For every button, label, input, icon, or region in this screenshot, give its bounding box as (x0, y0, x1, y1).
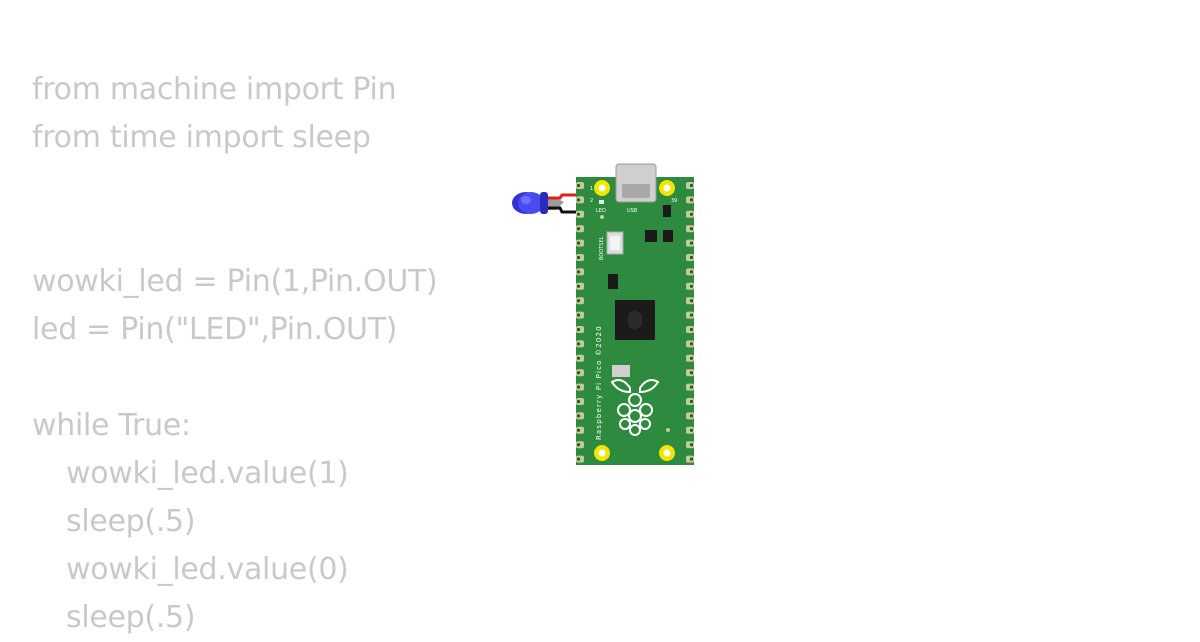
led-flange (540, 192, 548, 214)
pin-hole (576, 342, 581, 346)
pin-hole (689, 270, 694, 274)
code-line: from time import sleep (32, 120, 371, 155)
code-listing: from machine import Pin from time import … (32, 66, 438, 642)
pin-hole (576, 428, 581, 432)
pin-hole (576, 443, 581, 447)
code-line: wowki_led.value(1) (66, 456, 349, 491)
pin-hole (689, 313, 694, 317)
bootsel-label: BOOTSEL (599, 236, 605, 260)
raspberry-logo-icon (610, 379, 660, 436)
pin-hole (576, 198, 581, 202)
blue-led[interactable] (512, 192, 564, 214)
usb-port-icon (622, 184, 650, 198)
wire-red[interactable] (548, 193, 582, 200)
pin-hole (689, 255, 694, 260)
pin-number-39: 39 (671, 198, 677, 204)
raspberry-pi-pico-board[interactable]: 2 1 39 LED USB BOOTSEL Raspberry Pi Pico… (576, 163, 694, 465)
led-silkscreen-label: LED (596, 208, 606, 214)
chip-icon (645, 230, 657, 242)
pin-hole (576, 414, 581, 418)
crystal-icon (612, 365, 630, 377)
led-highlight (521, 196, 531, 204)
pin-number-1: 1 (590, 186, 593, 192)
pin-hole (689, 212, 694, 216)
simulation-canvas[interactable]: 2 1 39 LED USB BOOTSEL Raspberry Pi Pico… (500, 160, 700, 470)
code-line: sleep(.5) (66, 504, 196, 539)
code-line: sleep(.5) (66, 600, 196, 635)
chip-icon (663, 205, 671, 217)
code-line (32, 162, 437, 210)
pin-hole (576, 385, 581, 389)
pin-hole (576, 399, 581, 404)
code-line (32, 354, 437, 402)
pin-hole (689, 385, 694, 389)
pin-hole (689, 356, 694, 360)
pin-hole (576, 371, 581, 375)
pin-hole (689, 414, 694, 418)
code-line: from machine import Pin (32, 72, 397, 107)
pin-hole (689, 299, 694, 303)
pin-hole (689, 284, 694, 288)
pin-hole (689, 327, 694, 332)
pin-hole (576, 327, 581, 332)
left-pin-header (576, 182, 584, 463)
wire-black[interactable] (548, 206, 582, 214)
pin-hole (689, 227, 694, 231)
code-line: led = Pin("LED",Pin.OUT) (32, 312, 398, 347)
pin-hole (689, 443, 694, 447)
pin-hole (576, 284, 581, 288)
pin-hole (576, 255, 581, 260)
pin-hole (576, 299, 581, 303)
pin-hole (689, 342, 694, 346)
code-line: wowki_led = Pin(1,Pin.OUT) (32, 264, 438, 299)
chip-icon (608, 274, 618, 289)
pin-hole (576, 457, 581, 461)
code-line: while True: (32, 408, 191, 443)
pin-hole (689, 183, 694, 188)
pin-hole (576, 183, 581, 188)
board-silkscreen-text: Raspberry Pi Pico ©2020 (595, 325, 603, 440)
pin-hole (689, 399, 694, 404)
pin-hole (689, 428, 694, 432)
code-line (32, 210, 437, 258)
pin-number-2: 2 (590, 198, 593, 204)
pin-hole (576, 313, 581, 317)
test-point-icon (600, 215, 604, 219)
usb-silkscreen-label: USB (627, 208, 638, 214)
pin-hole (689, 371, 694, 375)
pin-hole (689, 457, 694, 461)
code-line: wowki_led.value(0) (66, 552, 349, 587)
pin-hole (576, 212, 581, 216)
onboard-led (599, 200, 604, 204)
pin-hole (576, 270, 581, 274)
pin-hole (576, 241, 581, 245)
chip-icon (663, 230, 673, 242)
test-point-icon (666, 428, 670, 432)
pin-hole (689, 198, 694, 202)
pin-hole (689, 241, 694, 245)
pin-hole (576, 356, 581, 360)
pin-hole (576, 227, 581, 231)
right-pin-header (686, 182, 694, 463)
